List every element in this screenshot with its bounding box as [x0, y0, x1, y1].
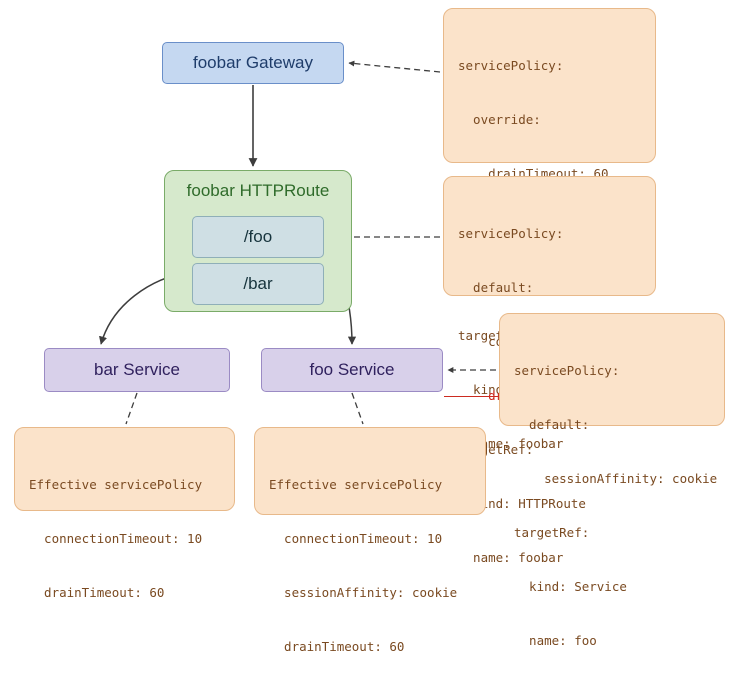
note-gateway-policy: servicePolicy: override: drainTimeout: 6…: [443, 8, 656, 451]
note-line: drainTimeout: 60: [269, 639, 405, 654]
note-line: default:: [458, 280, 534, 295]
note-httproute-policy: servicePolicy: default: connectionTimeou…: [443, 176, 656, 565]
node-route-bar[interactable]: /bar: [192, 263, 324, 305]
note-line: servicePolicy:: [458, 226, 564, 241]
note-line: connectionTimeout: 10: [29, 531, 203, 546]
note-line: targetRef:: [514, 525, 590, 540]
node-service-bar-label: bar Service: [94, 360, 180, 379]
note-line: servicePolicy:: [458, 58, 564, 73]
note-line: name: foo: [514, 633, 597, 648]
edge-bar-service-to-effective: [125, 392, 138, 425]
note-line: Effective servicePolicy: [269, 477, 443, 492]
edge-foo-service-to-effective: [351, 392, 364, 425]
edge-gateway-policy-attach: [348, 60, 441, 73]
node-gateway[interactable]: foobar Gateway: [162, 42, 344, 84]
node-route-foo[interactable]: /foo: [192, 216, 324, 258]
note-line: Effective servicePolicy: [29, 477, 203, 492]
note-line: drainTimeout: 60: [29, 585, 165, 600]
note-service-policy: servicePolicy: default: sessionAffinity:…: [499, 313, 725, 648]
node-gateway-label: foobar Gateway: [192, 53, 313, 72]
note-line: connectionTimeout: 10: [269, 531, 443, 546]
node-httproute-label: foobar HTTPRoute: [186, 181, 330, 200]
node-route-bar-label: /bar: [243, 274, 273, 293]
note-line: sessionAffinity: cookie: [514, 471, 718, 486]
note-line: override:: [458, 112, 541, 127]
node-route-foo-label: /foo: [243, 227, 273, 246]
node-service-foo[interactable]: foo Service: [261, 348, 443, 392]
note-line: default:: [514, 417, 590, 432]
note-line: name: foobar: [458, 550, 564, 565]
diagram-canvas: foobar Gateway foobar HTTPRoute /foo /ba…: [14, 8, 725, 654]
note-effective-policy-bar: Effective servicePolicy connectionTimeou…: [14, 427, 235, 600]
note-effective-policy-foo: Effective servicePolicy connectionTimeou…: [254, 427, 486, 654]
node-service-bar[interactable]: bar Service: [44, 348, 230, 392]
node-service-foo-label: foo Service: [309, 360, 395, 379]
note-line: kind: Service: [514, 579, 627, 594]
note-line: sessionAffinity: cookie: [269, 585, 458, 600]
note-line: servicePolicy:: [514, 363, 620, 378]
node-httproute-group[interactable]: foobar HTTPRoute /foo /bar: [164, 170, 352, 312]
